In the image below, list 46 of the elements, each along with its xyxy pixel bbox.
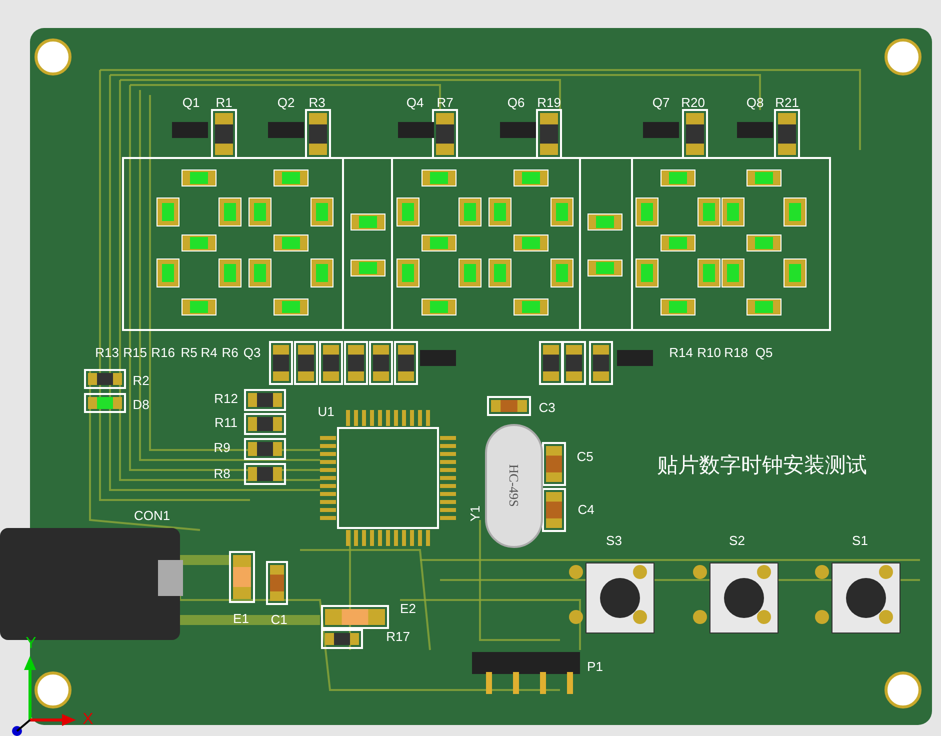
component-label: Q4 xyxy=(406,95,424,110)
board-title: 贴片数字时钟安装测试 xyxy=(657,454,867,478)
component-label: D8 xyxy=(132,397,150,412)
component-label: Q8 xyxy=(746,95,764,110)
component-label: Y1 xyxy=(468,506,482,522)
component-label: R19 xyxy=(537,95,561,110)
component-label: CON1 xyxy=(134,508,170,523)
component-label: Q2 xyxy=(277,95,295,110)
component-label: R6 xyxy=(222,345,238,360)
component-label: R18 xyxy=(724,345,748,360)
component-label: R10 xyxy=(697,345,721,360)
component-label: R11 xyxy=(214,415,238,430)
component-label: R3 xyxy=(308,95,326,110)
component-label: R13 xyxy=(95,345,119,360)
component-label: S3 xyxy=(606,533,622,548)
component-label: R15 xyxy=(123,345,147,360)
component-label: C4 xyxy=(578,502,594,517)
component-label: R12 xyxy=(214,391,238,406)
component-label: C5 xyxy=(576,449,594,464)
component-label: R2 xyxy=(132,373,150,388)
component-label: Q6 xyxy=(507,95,525,110)
component-label: R20 xyxy=(681,95,705,110)
component-label: S1 xyxy=(852,533,868,548)
component-label: Q5 xyxy=(755,345,773,360)
component-label: Q1 xyxy=(182,95,200,110)
component-label: C3 xyxy=(538,400,556,415)
component-label: E1 xyxy=(233,611,249,626)
component-label: R5 xyxy=(180,345,198,360)
component-label: Q3 xyxy=(243,345,261,360)
component-label: U1 xyxy=(318,404,334,419)
component-label: R4 xyxy=(200,345,218,360)
component-label: S2 xyxy=(729,533,745,548)
component-label: C1 xyxy=(270,612,288,627)
component-label: Q7 xyxy=(652,95,670,110)
component-label: R8 xyxy=(214,466,230,481)
component-label: R14 xyxy=(669,345,693,360)
component-label: X xyxy=(82,712,94,727)
component-label: R1 xyxy=(216,95,232,110)
component-label: R9 xyxy=(214,440,230,455)
component-label: R17 xyxy=(386,629,410,644)
component-label: E2 xyxy=(400,601,416,616)
component-label: R16 xyxy=(151,345,175,360)
package-marking: HC-49S xyxy=(506,464,522,507)
component-label: P1 xyxy=(587,659,603,674)
component-label: R7 xyxy=(436,95,454,110)
component-label: R21 xyxy=(775,95,799,110)
